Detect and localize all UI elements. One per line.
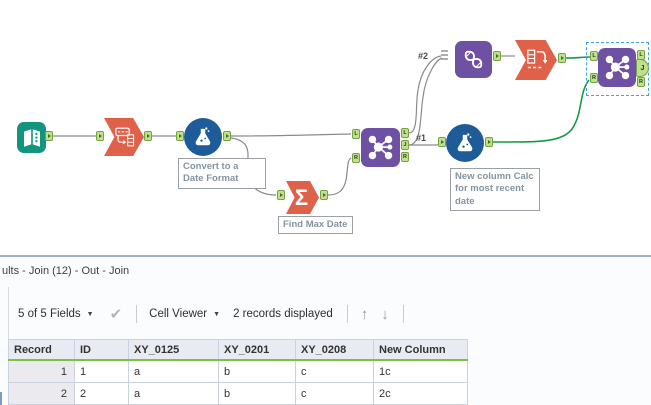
chevron-down-icon: ▼ (86, 310, 94, 318)
join-icon (368, 135, 393, 160)
toolbar-separator (136, 305, 138, 323)
cell-id[interactable]: 1 (74, 359, 129, 383)
join2-input-L-anchor[interactable]: L (590, 51, 598, 61)
cell-xy0208[interactable]: c (295, 359, 374, 383)
cell-record[interactable]: 2 (8, 382, 75, 405)
scroll-up-arrow[interactable]: ↑ (360, 305, 369, 323)
dna-helix-icon (464, 50, 483, 69)
formula2-output-anchor[interactable] (485, 137, 493, 147)
formula2-input-anchor[interactable] (438, 137, 446, 147)
window-edge (0, 392, 2, 405)
open-book-icon (23, 128, 40, 147)
crosstab-icon (526, 49, 547, 69)
cell-id[interactable]: 2 (74, 382, 129, 405)
connection-summarize-to-join1-R[interactable] (327, 157, 352, 196)
cell-xy0208[interactable]: c (295, 382, 374, 405)
column-header-xy0201[interactable]: XY_0201 (218, 339, 296, 361)
connection-join1-J-to-transpose[interactable] (408, 57, 443, 146)
results-toolbar: 5 of 5 Fields ▼ ✔ Cell Viewer ▼ 2 record… (0, 299, 651, 329)
results-table: Record ID XY_0125 XY_0201 XY_0208 New Co… (8, 339, 468, 405)
workflow-canvas[interactable]: Convert to a Date Format Σ Find Max Date… (0, 0, 651, 255)
toolbar-separator (346, 305, 348, 323)
flask-icon (195, 127, 211, 146)
datetime-input-anchor[interactable] (96, 131, 104, 141)
datetime-output-anchor[interactable] (144, 131, 152, 141)
transpose-tool[interactable] (455, 41, 492, 78)
cell-xy0125[interactable]: a (128, 359, 219, 383)
join2-tool[interactable] (598, 48, 636, 87)
summarize-annotation[interactable]: Find Max Date (278, 216, 353, 235)
fields-dropdown[interactable]: 5 of 5 Fields ▼ (18, 308, 94, 320)
flask-icon (457, 133, 473, 152)
connection-formula2-to-join2-R[interactable] (492, 79, 590, 143)
sigma-icon: Σ (294, 184, 309, 210)
connections-layer (53, 50, 591, 196)
join2-input-R-anchor[interactable]: R (590, 73, 598, 83)
summarize-input-anchor[interactable] (277, 190, 285, 200)
cell-xy0125[interactable]: a (128, 382, 219, 405)
table-header-row: Record ID XY_0125 XY_0201 XY_0208 New Co… (8, 339, 468, 361)
join1-output-L-anchor[interactable]: L (401, 128, 409, 138)
column-header-xy0208[interactable]: XY_0208 (295, 339, 374, 361)
connection-grip-icon (441, 50, 448, 60)
cell-new-column[interactable]: 2c (373, 382, 468, 405)
crosstab-output-anchor[interactable] (558, 53, 566, 63)
column-header-record[interactable]: Record (8, 339, 75, 361)
join1-output-R-anchor[interactable]: R (401, 152, 409, 162)
formula1-tool[interactable] (184, 118, 222, 156)
summarize-output-anchor[interactable] (320, 190, 328, 200)
formula2-tool[interactable] (446, 124, 484, 162)
chevron-down-icon: ▼ (213, 310, 221, 318)
column-header-new-column[interactable]: New Column (373, 339, 468, 361)
connection-crosstab-to-join2-L[interactable] (565, 56, 591, 59)
cell-new-column[interactable]: 1c (373, 359, 468, 383)
cell-xy0201[interactable]: b (218, 359, 296, 383)
join1-output-J-anchor[interactable]: J (401, 140, 409, 150)
transpose-output-anchor[interactable] (493, 51, 501, 61)
join1-tool[interactable] (361, 128, 400, 167)
scroll-down-arrow[interactable]: ↓ (381, 305, 389, 323)
join2-output-J-anchor[interactable]: J (636, 59, 649, 77)
results-panel-title: ults - Join (12) - Out - Join (2, 265, 130, 277)
connection-label-2: #2 (418, 51, 429, 61)
input-data-tool[interactable] (17, 122, 46, 153)
join-icon (605, 55, 629, 80)
join2-output-R-anchor[interactable]: R (637, 77, 645, 87)
table-row: 2 2 a b c 2c (8, 382, 468, 405)
results-panel: ults - Join (12) - Out - Join 5 of 5 Fie… (0, 255, 651, 405)
join1-input-R-anchor[interactable]: R (352, 153, 360, 163)
connection-join1-L-to-transpose[interactable] (408, 55, 442, 134)
formula1-annotation[interactable]: Convert to a Date Format (178, 158, 266, 189)
connection-formula1-to-join1-L[interactable] (230, 133, 352, 137)
datetime-icon (115, 127, 135, 147)
cell-xy0201[interactable]: b (218, 382, 296, 405)
cell-record[interactable]: 1 (8, 359, 75, 383)
apply-check-icon[interactable]: ✔ (109, 306, 123, 323)
connection-label-1: #1 (416, 133, 427, 143)
formula1-input-anchor[interactable] (176, 131, 184, 141)
cell-viewer-dropdown[interactable]: Cell Viewer ▼ (149, 308, 221, 320)
column-header-xy0125[interactable]: XY_0125 (128, 339, 219, 361)
column-header-id[interactable]: ID (74, 339, 129, 361)
records-displayed-text: 2 records displayed (233, 308, 333, 320)
formula1-output-anchor[interactable] (223, 131, 231, 141)
table-row: 1 1 a b c 1c (8, 359, 468, 383)
toolbar-separator (402, 305, 404, 323)
formula2-annotation[interactable]: New column Calc for most recent date (450, 168, 540, 212)
input-data-output-anchor[interactable] (45, 131, 53, 141)
join1-input-L-anchor[interactable]: L (352, 129, 360, 139)
